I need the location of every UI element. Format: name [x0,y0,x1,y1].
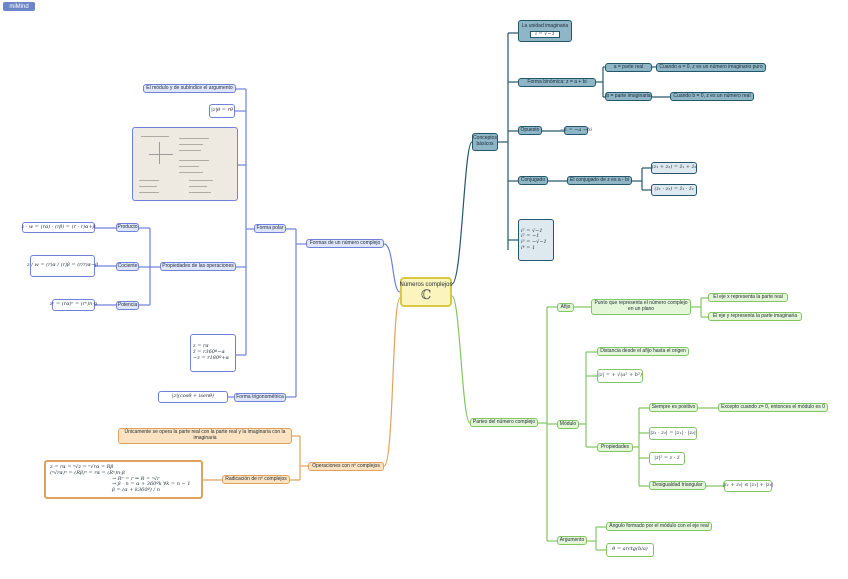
node-module-distance[interactable]: Distancia desde el afijo hasta el origen [597,347,689,356]
node-zero-exception[interactable]: Excepto cuando z= 0, entonces el módulo … [718,403,828,412]
node-operations[interactable]: Operaciones con nº complejos [308,462,384,471]
node-real-number-note[interactable]: Cuando b = 0, z es un número real [670,92,754,101]
node-module-formula[interactable]: |z| = + √(a² + b²) [597,369,643,383]
node-triangle-inequality[interactable]: Desigualdad triangular [649,481,706,490]
node-imaginary-unit[interactable]: La unidad imaginaria i = √−1 [518,20,572,42]
node-operation-properties[interactable]: Propiedades de las operaciones [160,262,236,271]
node-quotient[interactable]: Cociente [116,262,139,271]
node-basic-concepts[interactable]: Conceptos básicos [472,133,498,151]
power-i-1: i² = √−1 [521,227,543,234]
radication-line-3: → Rⁿ = r ⇒ R = ⁿ√r [112,475,160,482]
node-conjugate[interactable]: Conjugado [518,176,548,185]
node-binomial-form[interactable]: Forma binómica: z = a + bi [518,78,596,87]
root-node[interactable]: Números complejos ℂ [399,277,453,307]
node-radication-formulas[interactable]: z = rα = ⁿ√z = ⁿ√rα = Rβ (ⁿ√rα)ⁿ = (Rβ)ⁿ… [44,460,203,499]
node-module-argument[interactable]: El módulo y de subíndice el argumento [143,84,236,93]
node-conjugate-desc[interactable]: El conjugado de z es a - bi [567,176,632,185]
node-real-part[interactable]: a = parte real [605,63,652,72]
node-conjugate-polar-forms[interactable]: z = rα z̄ = r360º−α −z = r180º+α [190,334,236,372]
app-logo[interactable]: miMind [3,2,35,11]
radication-line-2: (ⁿ√rα)ⁿ = (Rβ)ⁿ = rα = (Rⁿ)n·β [50,469,125,476]
node-conjugate-sum[interactable]: (z₁ + z₂) = z̄₁ + z̄₂ [651,162,697,174]
node-power[interactable]: Potencia [116,301,139,310]
radication-line-5: β = (α + k360º) / n [112,487,160,494]
node-affix-desc[interactable]: Punto que representa el número complejo … [591,299,691,315]
radication-line-4: → β · n = α + 360ºk ∀k = n − 1 [112,481,191,488]
polar-z-opposite: −z = r180º+α [193,354,230,361]
node-product-formula[interactable]: z · w = (rα) · (rβ) = (r · r)α+β [22,222,95,233]
handwritten-notes-image [132,127,238,201]
node-affix[interactable]: Afijo [557,303,574,312]
node-powers-of-i[interactable]: i² = √−1 i² = −1 i³ = −√−1 i⁴ = 1 [518,219,554,261]
node-polar-formula[interactable]: |z|θ = rθ [209,104,235,118]
node-always-positive[interactable]: Siempre es positivo [649,403,698,412]
node-argument[interactable]: Argumento [557,536,587,545]
radication-line-1: z = rα = ⁿ√z = ⁿ√rα = Rβ [50,464,114,471]
power-i-4: i⁴ = 1 [521,244,536,251]
node-conjugate-product[interactable]: (z₁ · z₂) = z̄₁ · z̄₂ [651,184,697,196]
node-product[interactable]: Producto [116,223,139,232]
node-triangle-formula[interactable]: |z₁ + z₂| ≤ |z₁| + |z₂| [723,480,773,492]
node-quotient-formula[interactable]: z / w = (r)α / (r)β = (r/r)α−β [27,255,98,277]
node-imag-part[interactable]: b = parte imaginaria [605,92,652,101]
node-module-square-formula[interactable]: |z|² = z · z̄ [649,452,685,465]
node-argument-formula[interactable]: θ = arctg(b/a) [606,543,654,557]
node-module[interactable]: Módulo [557,420,579,429]
node-module-properties[interactable]: Propiedades [597,443,633,452]
power-i-2: i² = −1 [521,233,540,240]
node-pure-imaginary-note[interactable]: Cuando a = 0, z es un número imaginario … [656,63,766,72]
node-operations-note[interactable]: Únicamente se opera la parte real con la… [118,428,292,444]
node-x-axis-real[interactable]: El eje x representa la parte real [708,293,788,302]
polar-z: z = rα [193,343,209,350]
node-argument-desc[interactable]: Ángulo formado por el módulo con el eje … [606,522,712,531]
node-opposite-formula[interactable]: −z = −a −bi [560,126,592,135]
node-module-product-formula[interactable]: |z₁ · z₂| = |z₁| · |z₂| [649,427,697,440]
imaginary-unit-formula: i = √−1 [530,30,560,39]
root-label: Números complejos [399,282,453,289]
node-radication[interactable]: Radicación de nº complejos [222,475,290,484]
node-trig-form[interactable]: Forma trigonométrica [234,393,286,402]
complex-set-icon: ℂ [420,287,432,303]
node-y-axis-imaginary[interactable]: El eje y representa la parte imaginaria [708,312,802,321]
polar-z-conjugate: z̄ = r360º−α [193,349,225,356]
node-opposite[interactable]: Opuesto [518,126,542,135]
node-polar-form[interactable]: Forma polar [254,224,286,233]
power-i-3: i³ = −√−1 [521,239,547,245]
node-trig-formula[interactable]: |z|(cosθ + isenθ) [158,391,228,403]
node-power-formula[interactable]: zⁿ = (rα)ⁿ = (rⁿ)n·α [50,299,97,311]
node-forms[interactable]: Formas de un número complejo [306,239,384,248]
node-parts[interactable]: Partes del número complejo [470,418,538,427]
imaginary-unit-label: La unidad imaginaria [521,22,569,29]
